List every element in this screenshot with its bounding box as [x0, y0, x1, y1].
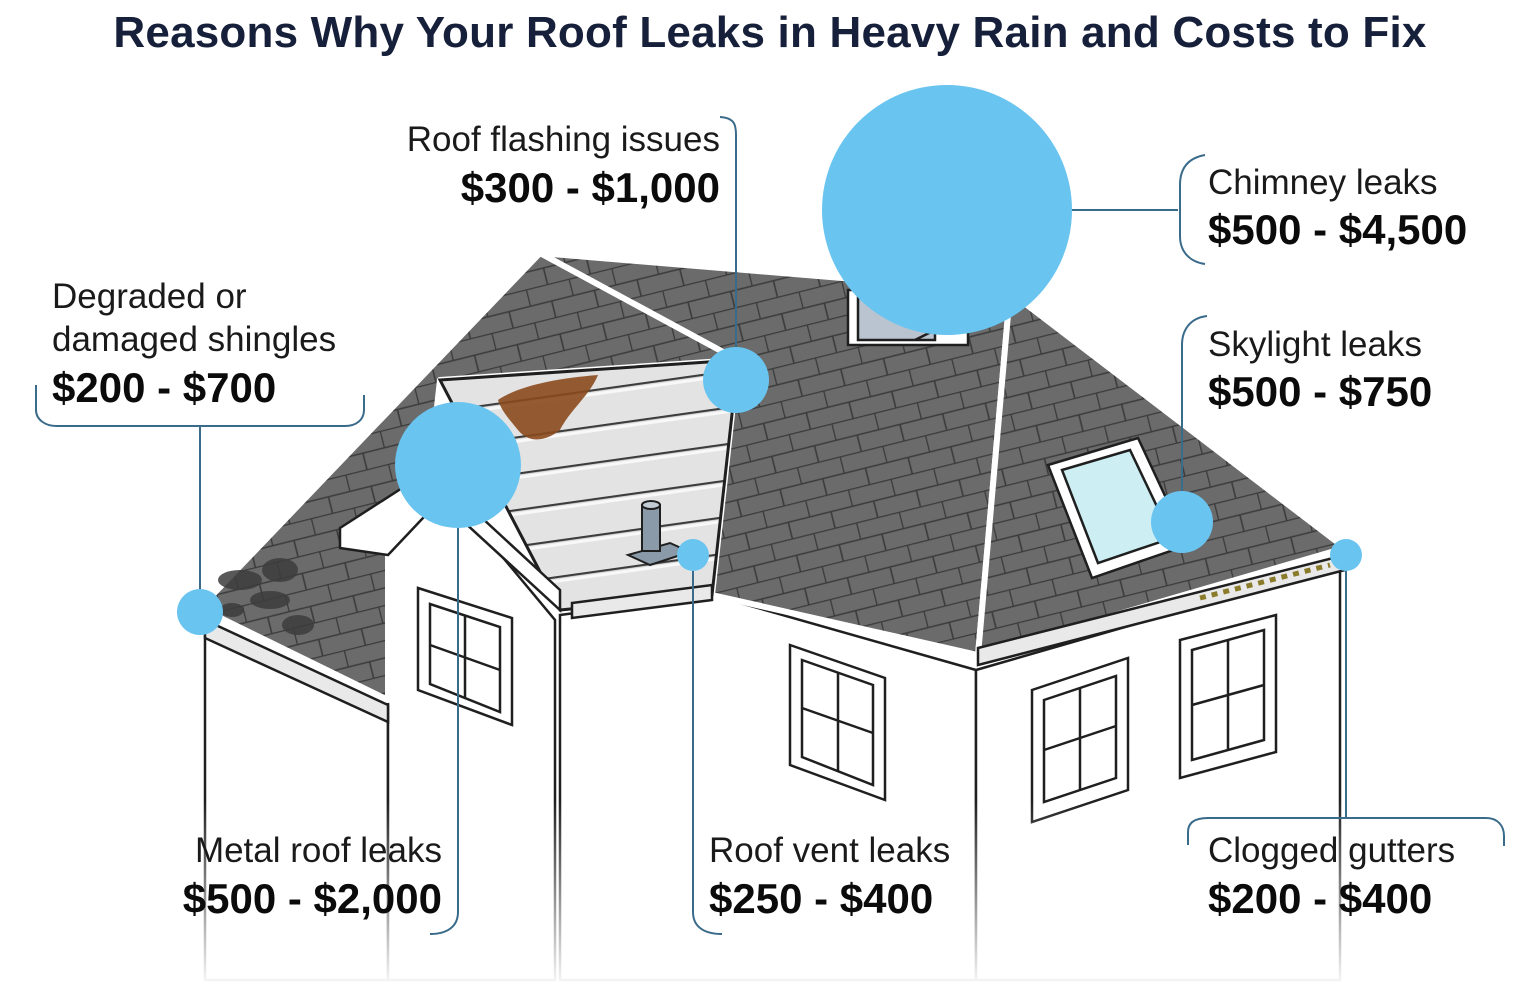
- markers: [177, 85, 1362, 635]
- leader-chimney-b: [1179, 154, 1206, 265]
- callout-cost-shingles: $200 - $700: [52, 364, 277, 411]
- marker-dot-metal: [395, 402, 521, 528]
- marker-dot-vent: [677, 539, 709, 571]
- leader-lines: [35, 116, 1505, 935]
- leader-metal: [429, 465, 459, 935]
- callout-cost-skylight: $500 - $750: [1208, 368, 1433, 415]
- leader-vent: [692, 555, 723, 935]
- callout-label-metal: Metal roof leaks: [194, 831, 442, 870]
- callout-label-shingles-line1: Degraded or: [52, 277, 247, 316]
- callout-label-shingles-line2: damaged shingles: [52, 320, 337, 359]
- window-gable: [416, 586, 514, 727]
- windows: [416, 586, 1278, 824]
- callout-label-chimney: Chimney leaks: [1208, 163, 1438, 202]
- leader-gutters-b: [1187, 817, 1505, 846]
- wall-fade: [190, 800, 1360, 990]
- marker-dot-shingles: [177, 589, 223, 635]
- marker-dot-skylight: [1151, 491, 1213, 553]
- leader-flashing: [719, 116, 737, 380]
- gutter-center: [570, 583, 714, 620]
- page-title: Reasons Why Your Roof Leaks in Heavy Rai…: [113, 8, 1427, 57]
- callout-cost-flashing: $300 - $1,000: [460, 164, 720, 211]
- leader-skylight: [1181, 315, 1208, 520]
- rust-stain: [498, 375, 598, 440]
- gable-fascia: [338, 468, 562, 613]
- callout-cost-metal: $500 - $2,000: [182, 875, 442, 922]
- callout-cost-gutters: $200 - $400: [1208, 875, 1433, 922]
- callout-label-vent: Roof vent leaks: [709, 831, 951, 870]
- callout-label-flashing: Roof flashing issues: [406, 120, 720, 159]
- marker-dot-gutters: [1330, 539, 1362, 571]
- callout-label-gutters: Clogged gutters: [1208, 831, 1456, 870]
- damaged-shingles: [218, 558, 314, 635]
- marker-dot-chimney: [822, 85, 1072, 335]
- window-right-2: [1178, 613, 1278, 780]
- callout-cost-vent: $250 - $400: [709, 875, 934, 922]
- vent-pipe: [625, 500, 693, 567]
- callout-cost-chimney: $500 - $4,500: [1208, 206, 1468, 253]
- callout-label-skylight: Skylight leaks: [1208, 325, 1422, 364]
- window-right-1: [1030, 656, 1130, 824]
- gutter-debris: [1199, 562, 1331, 601]
- marker-dot-flashing: [703, 347, 769, 413]
